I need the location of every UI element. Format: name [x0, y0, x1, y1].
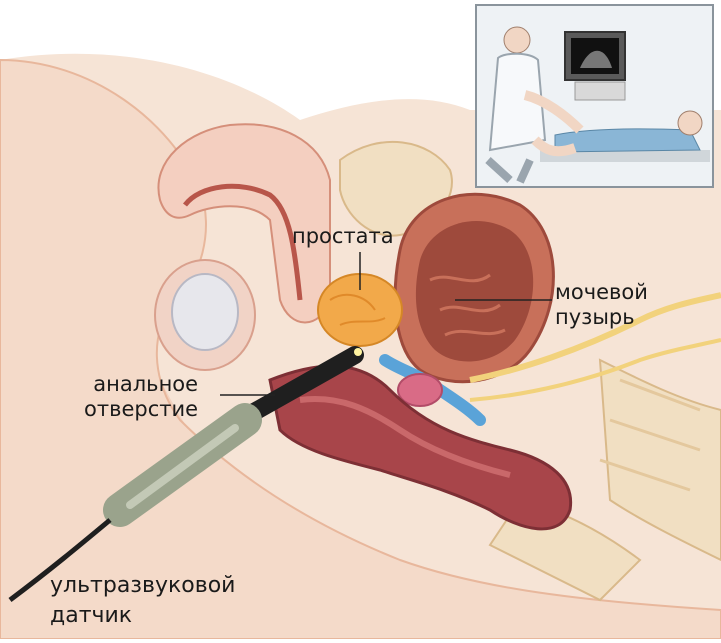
bladder — [393, 192, 555, 384]
label-anus-line1: анальное — [93, 372, 199, 396]
ultrasound-probe-icon — [8, 346, 364, 602]
label-anus-line2: отверстие — [84, 397, 199, 421]
label-bladder-line1: мочевой — [555, 280, 648, 304]
label-prostate: простата — [292, 224, 394, 249]
label-bladder-line2: пузырь — [555, 305, 635, 329]
seminal-vesicles — [379, 354, 486, 426]
doctor-figure-icon — [485, 26, 547, 184]
label-bladder: мочевой пузырь — [555, 280, 648, 330]
label-anus: анальное отверстие — [84, 372, 198, 422]
label-prostate-text: простата — [292, 224, 394, 248]
nerve-bundle-2 — [469, 338, 721, 402]
nerve-bundle — [469, 292, 721, 383]
label-probe: ультразвуковой датчик — [50, 571, 235, 631]
testis — [154, 259, 256, 371]
ultrasound-monitor-icon — [564, 31, 626, 101]
rectum — [268, 364, 573, 531]
inset-procedure-scene — [475, 4, 714, 188]
patient-figure-icon — [523, 90, 710, 162]
label-probe-line2: датчик — [50, 603, 133, 628]
label-probe-line1: ультразвуковой — [50, 573, 236, 598]
